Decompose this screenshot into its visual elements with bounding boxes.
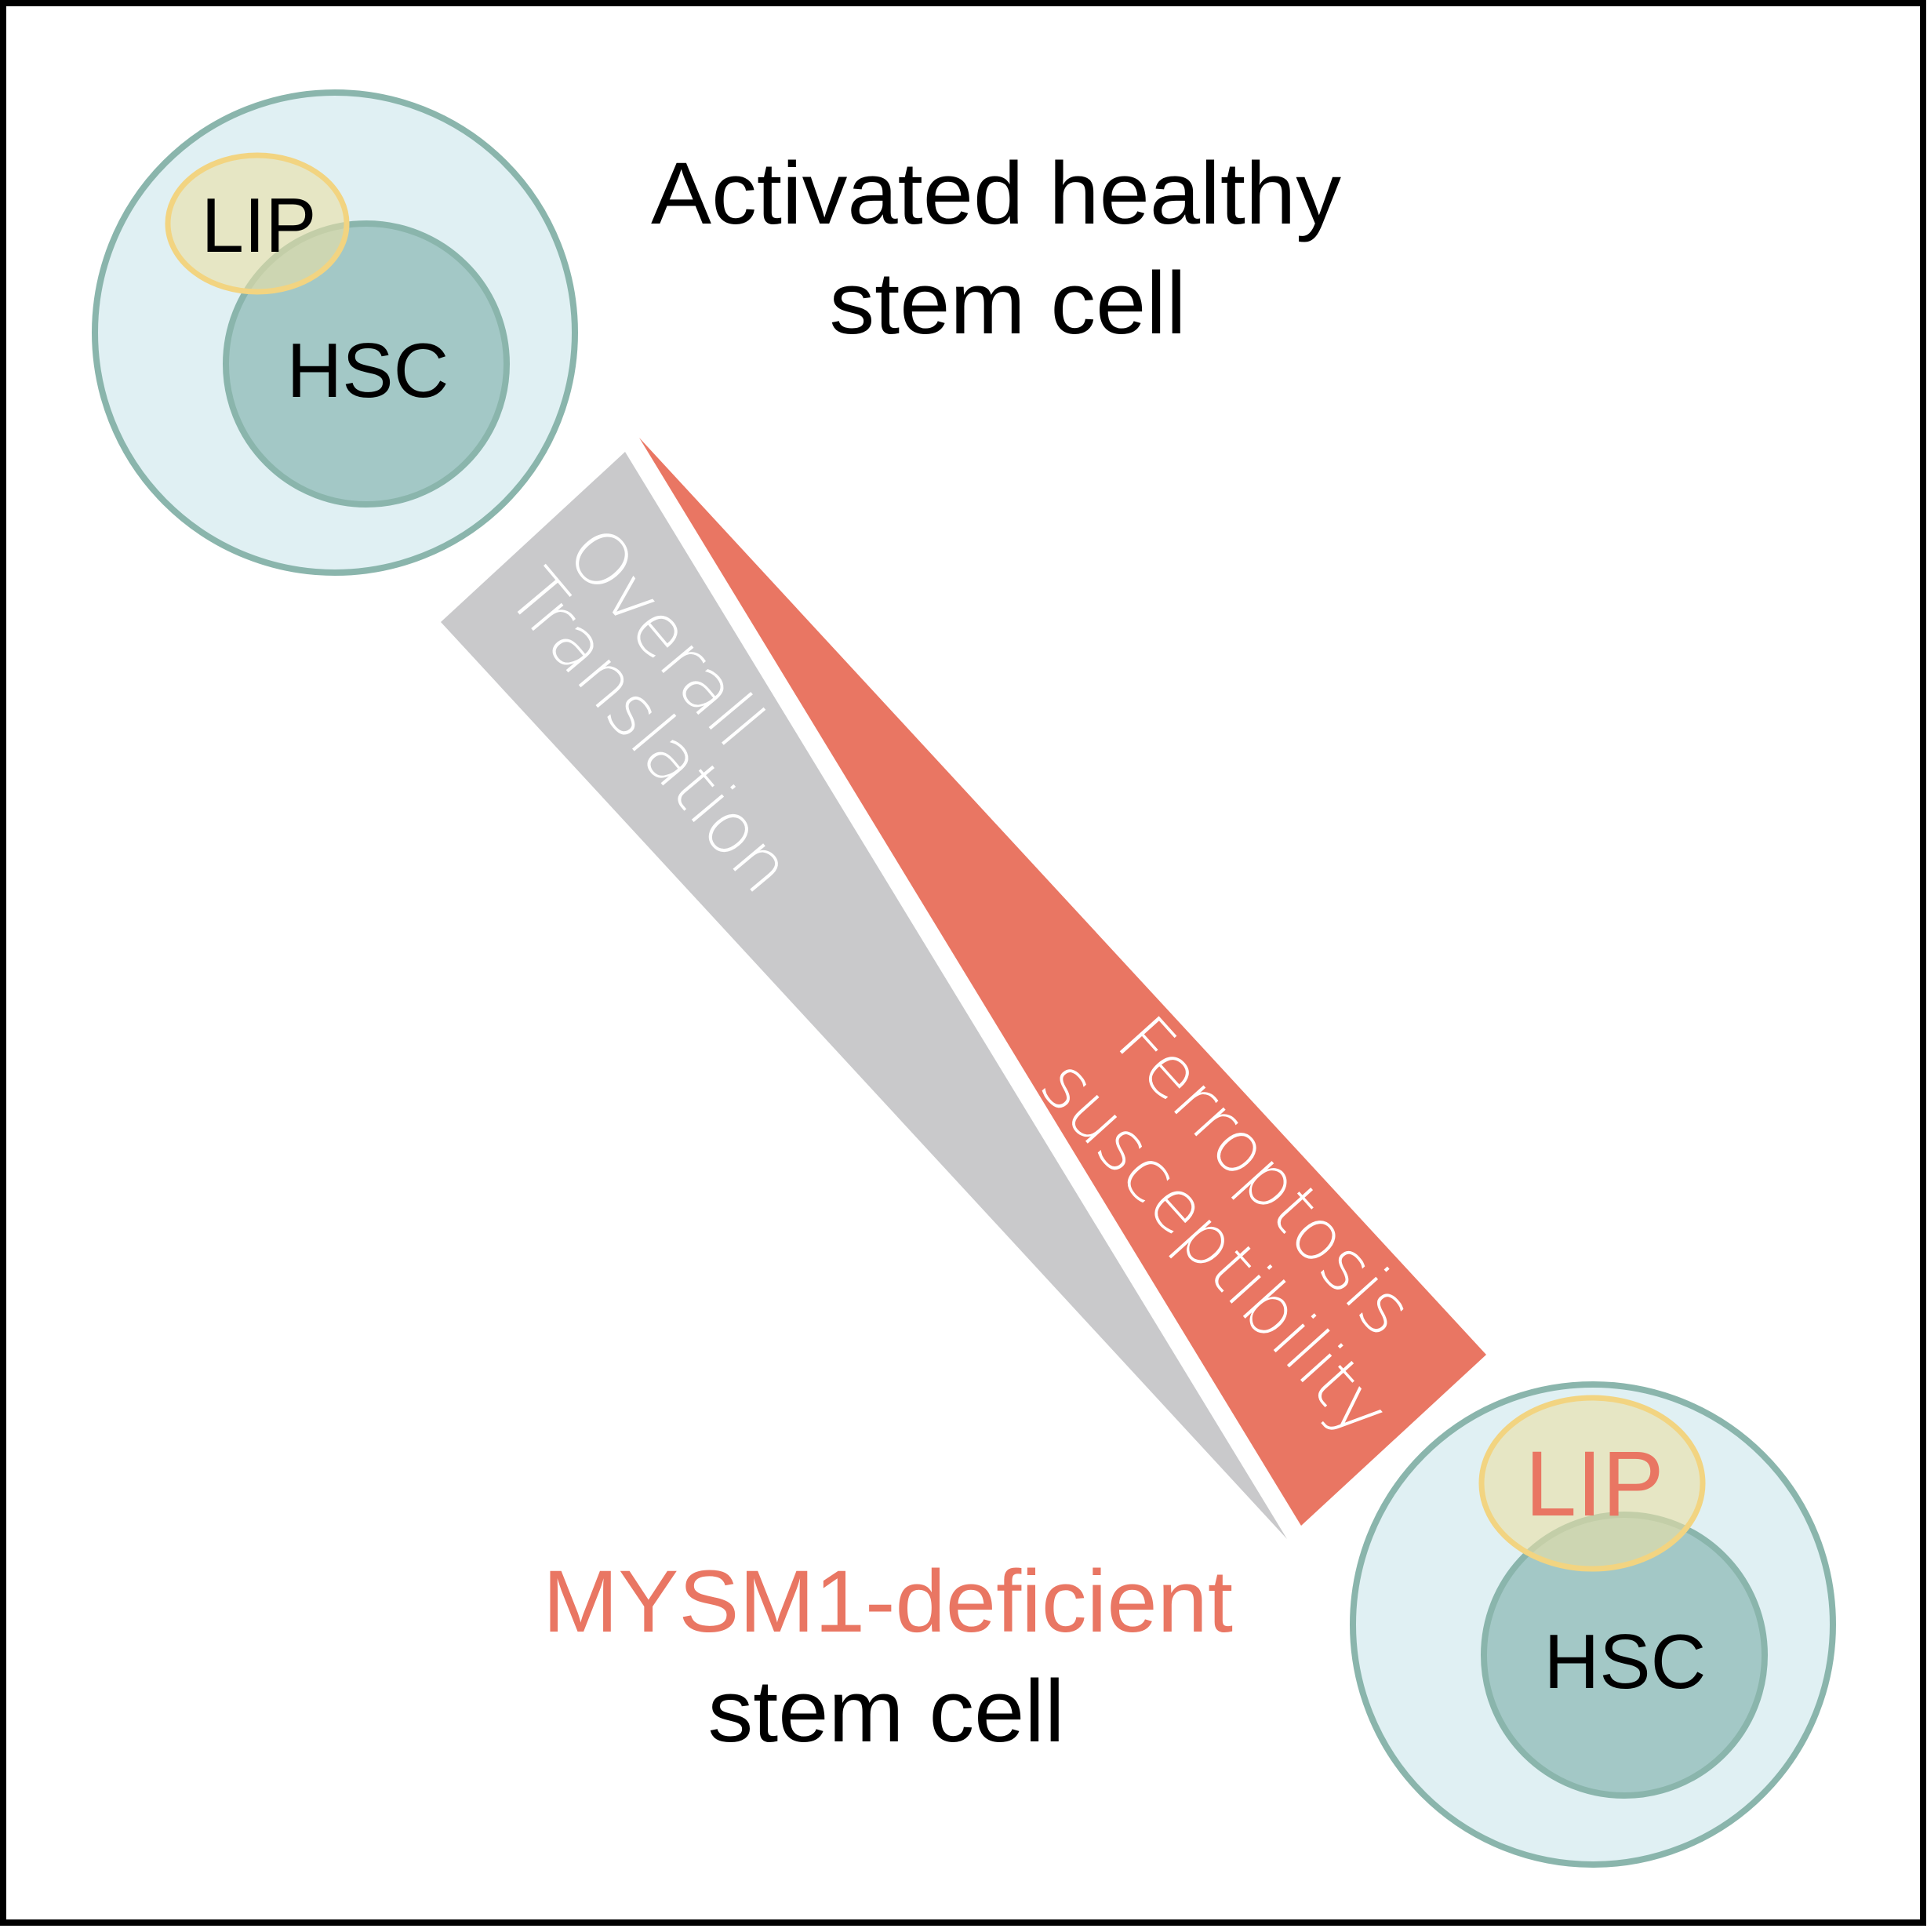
translation-wedge <box>441 452 1287 1539</box>
deficient-caption-line2: stem cell <box>708 1662 1065 1760</box>
lip-label: LIP <box>1525 1432 1663 1536</box>
lip-label: LIP <box>201 182 316 268</box>
healthy-caption-line2: stem cell <box>830 254 1187 352</box>
healthy-caption-line1: Activated healthy <box>651 144 1341 242</box>
healthy-stem-cell: LIP HSC <box>92 89 578 576</box>
hsc-label: HSC <box>1544 1618 1707 1705</box>
lip-pool <box>1478 1395 1706 1572</box>
hsc-label: HSC <box>287 327 449 413</box>
lip-pool <box>165 152 350 295</box>
mysm1-deficient-stem-cell: LIP HSC <box>1350 1381 1836 1868</box>
deficient-caption-line1: MYSM1-deficient <box>543 1552 1233 1650</box>
hsc-nucleus <box>223 220 510 508</box>
ferroptosis-wedge <box>639 438 1486 1526</box>
